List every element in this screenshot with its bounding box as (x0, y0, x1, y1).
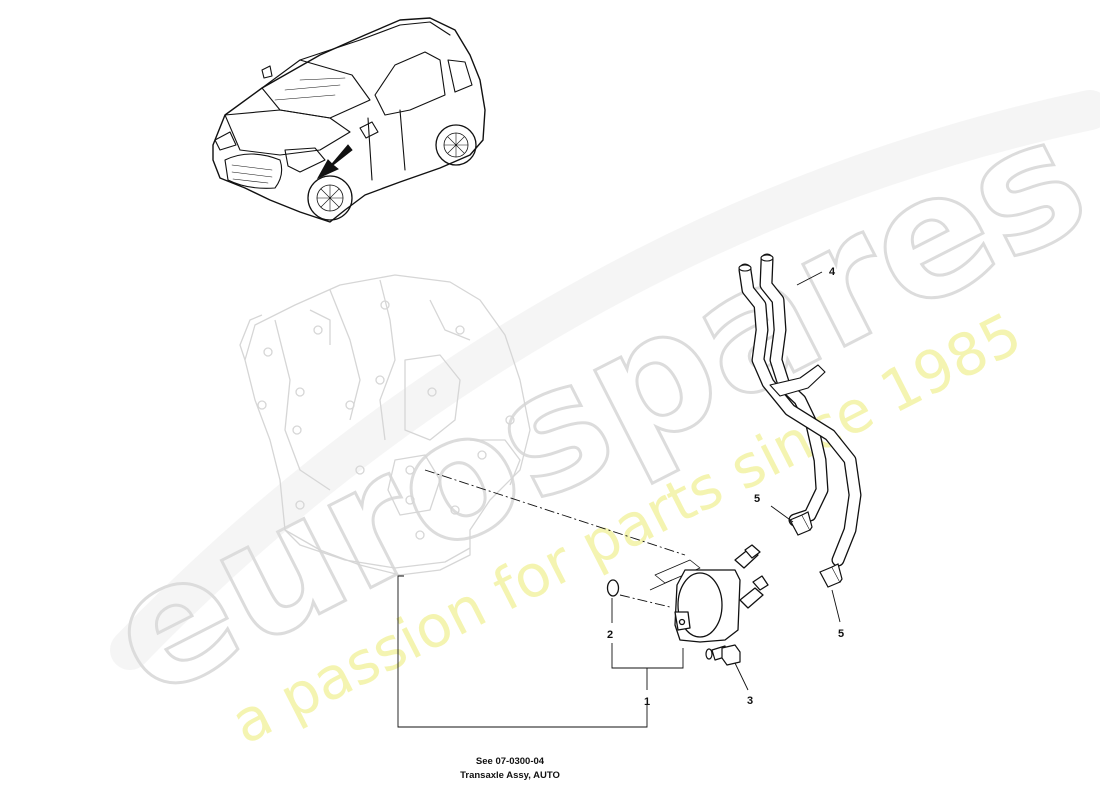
hose-clip-upper (789, 511, 813, 536)
callout-5-lower: 5 (838, 628, 844, 640)
car-body (212, 17, 486, 223)
car-illustration (212, 17, 486, 223)
callout-5-upper: 5 (754, 493, 760, 505)
leader-lines (397, 271, 841, 728)
callout-4: 4 (829, 266, 836, 278)
rear-wheel (435, 124, 477, 166)
front-wheel (307, 175, 353, 221)
hoses (738, 253, 862, 567)
o-ring (606, 579, 620, 597)
caption-assembly: Transaxle Assy, AUTO (460, 770, 560, 781)
oil-cooler (649, 544, 769, 643)
bolt (705, 644, 741, 666)
alignment-lines (424, 469, 686, 608)
caption-reference: See 07-0300-04 (476, 756, 545, 767)
callout-1: 1 (644, 696, 650, 708)
transaxle-ghost (239, 274, 531, 576)
watermark-brand: eurospares (79, 79, 1100, 736)
location-arrow (316, 144, 353, 180)
callout-3: 3 (747, 695, 753, 707)
hose-clip-lower (819, 563, 843, 588)
watermark: eurospares a passion for parts since 198… (78, 77, 1100, 757)
callout-2: 2 (607, 629, 613, 641)
